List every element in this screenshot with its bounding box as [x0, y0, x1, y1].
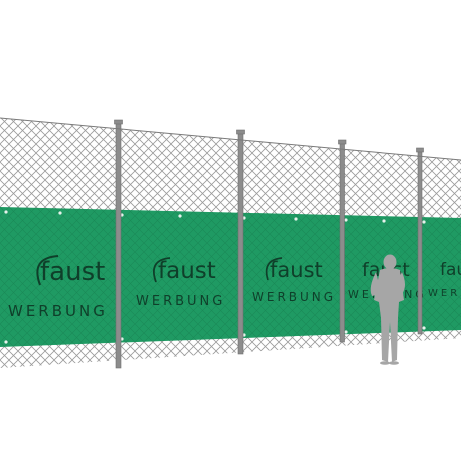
brand-text: faust [440, 260, 461, 280]
fence-post [237, 131, 244, 355]
fence-post [115, 121, 122, 369]
fence-post [339, 141, 345, 343]
brand-text: faust [158, 258, 216, 284]
green-banner [0, 207, 461, 347]
subtitle-text: WERBUNG [8, 302, 108, 320]
logo-panel-5: faust WERBUNG [428, 260, 461, 299]
logo-swoosh-icon [265, 257, 283, 281]
fence-post [417, 149, 423, 335]
logo-panel-2: faust WERBUNG [136, 257, 225, 309]
logo-swoosh-icon [152, 257, 171, 283]
fence-posts [114, 119, 424, 369]
person-silhouette [370, 254, 405, 365]
brand-text: faust [270, 258, 323, 282]
subtitle-text: WERBUNG [428, 288, 461, 299]
top-wire [0, 117, 461, 161]
brand-text: faust [40, 257, 105, 287]
subtitle-text: WERBUNG [136, 294, 225, 309]
subtitle-text: WERBUNG [252, 290, 336, 304]
fence-mesh [0, 118, 461, 218]
logo-panel-3: faust WERBUNG [252, 257, 336, 304]
logo-swoosh-icon [36, 255, 59, 286]
logo-panel-1: faust WERBUNG [8, 255, 108, 320]
